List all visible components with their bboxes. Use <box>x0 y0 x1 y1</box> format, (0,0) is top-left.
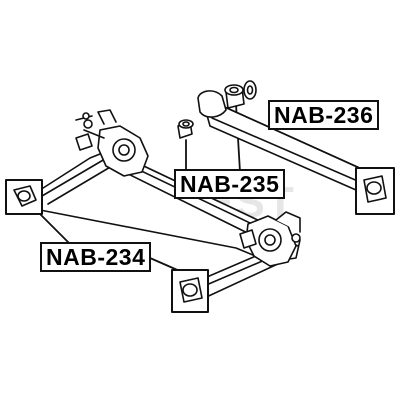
nab-234-bushing-box-right <box>171 269 209 313</box>
nab-235-bushing-small <box>177 119 194 139</box>
label-nab-234: NAB-234 <box>40 242 152 272</box>
washer <box>243 80 257 100</box>
nab-236-bushing-box <box>355 167 395 215</box>
right-hub-assembly <box>239 211 301 267</box>
nab-234-bushing-box-left <box>5 179 43 215</box>
left-bolt <box>75 112 93 121</box>
left-hub-assembly <box>75 109 149 177</box>
label-nab-236: NAB-236 <box>268 100 380 130</box>
label-nab-235: NAB-235 <box>174 169 286 199</box>
nab-235-bushing-large <box>224 84 245 109</box>
